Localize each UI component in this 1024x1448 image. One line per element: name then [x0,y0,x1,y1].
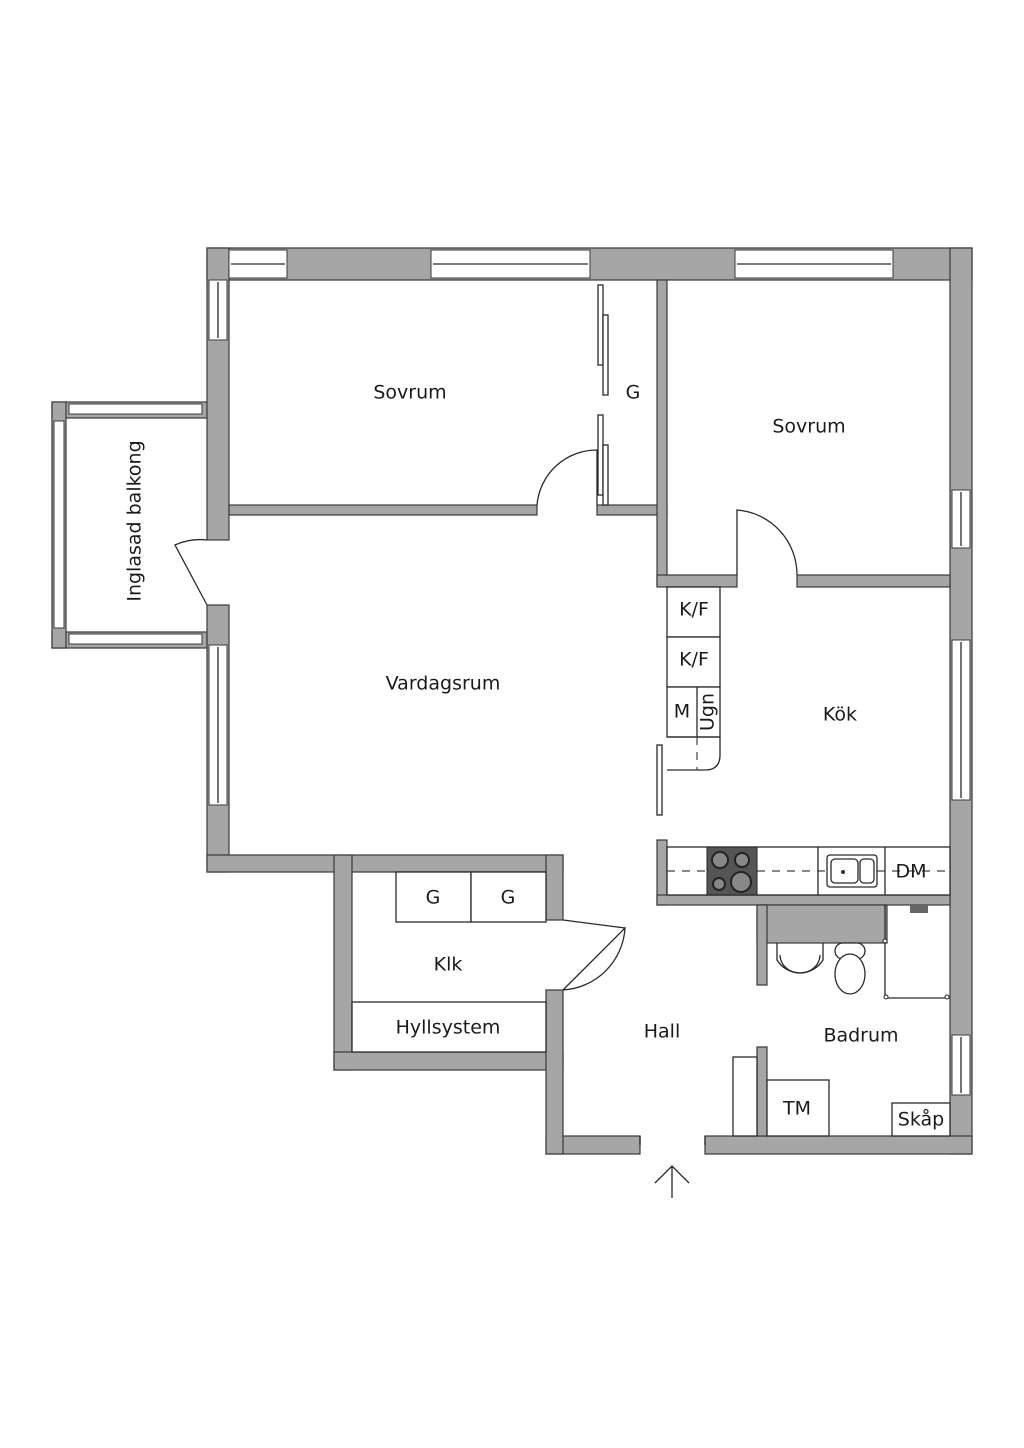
storage [351,871,951,1137]
windows [208,249,971,1096]
room-label-closet: G [626,382,641,404]
shower-icon [884,905,948,999]
doors [174,284,798,1145]
fixture-label-closet-1: G [426,887,441,909]
fixture-label-dishwasher: DM [895,861,926,883]
room-label-balcony: Inglasad balkong [124,440,146,601]
room-label-living-room: Vardagsrum [386,673,501,695]
fixture-label-washing-machine: TM [782,1098,811,1120]
room-label-kitchen: Kök [823,704,857,726]
fixture-label-closet-2: G [501,887,516,909]
washbasin-icon [776,943,824,974]
fixture-label-fridge-1: K/F [679,599,709,621]
entrance-arrow-icon [654,1165,690,1198]
room-label-hall: Hall [644,1021,681,1043]
fixture-label-microwave: M [674,701,690,723]
toilet-icon [834,942,866,995]
walls [206,247,973,1155]
fixture-label-fridge-2: K/F [679,649,709,671]
fixture-label-cabinet: Skåp [898,1108,944,1131]
room-label-bedroom-2: Sovrum [772,416,845,438]
kitchen-fixtures [666,586,951,896]
room-label-walk-in-closet: Klk [434,954,463,976]
bathroom-fixtures [776,905,950,1000]
room-label-bedroom-1: Sovrum [373,382,446,404]
fixture-label-oven: Ugn [697,693,719,731]
sink-icon [826,854,878,888]
fixture-label-shelving: Hyllsystem [396,1017,501,1039]
room-label-bathroom: Badrum [823,1025,898,1047]
